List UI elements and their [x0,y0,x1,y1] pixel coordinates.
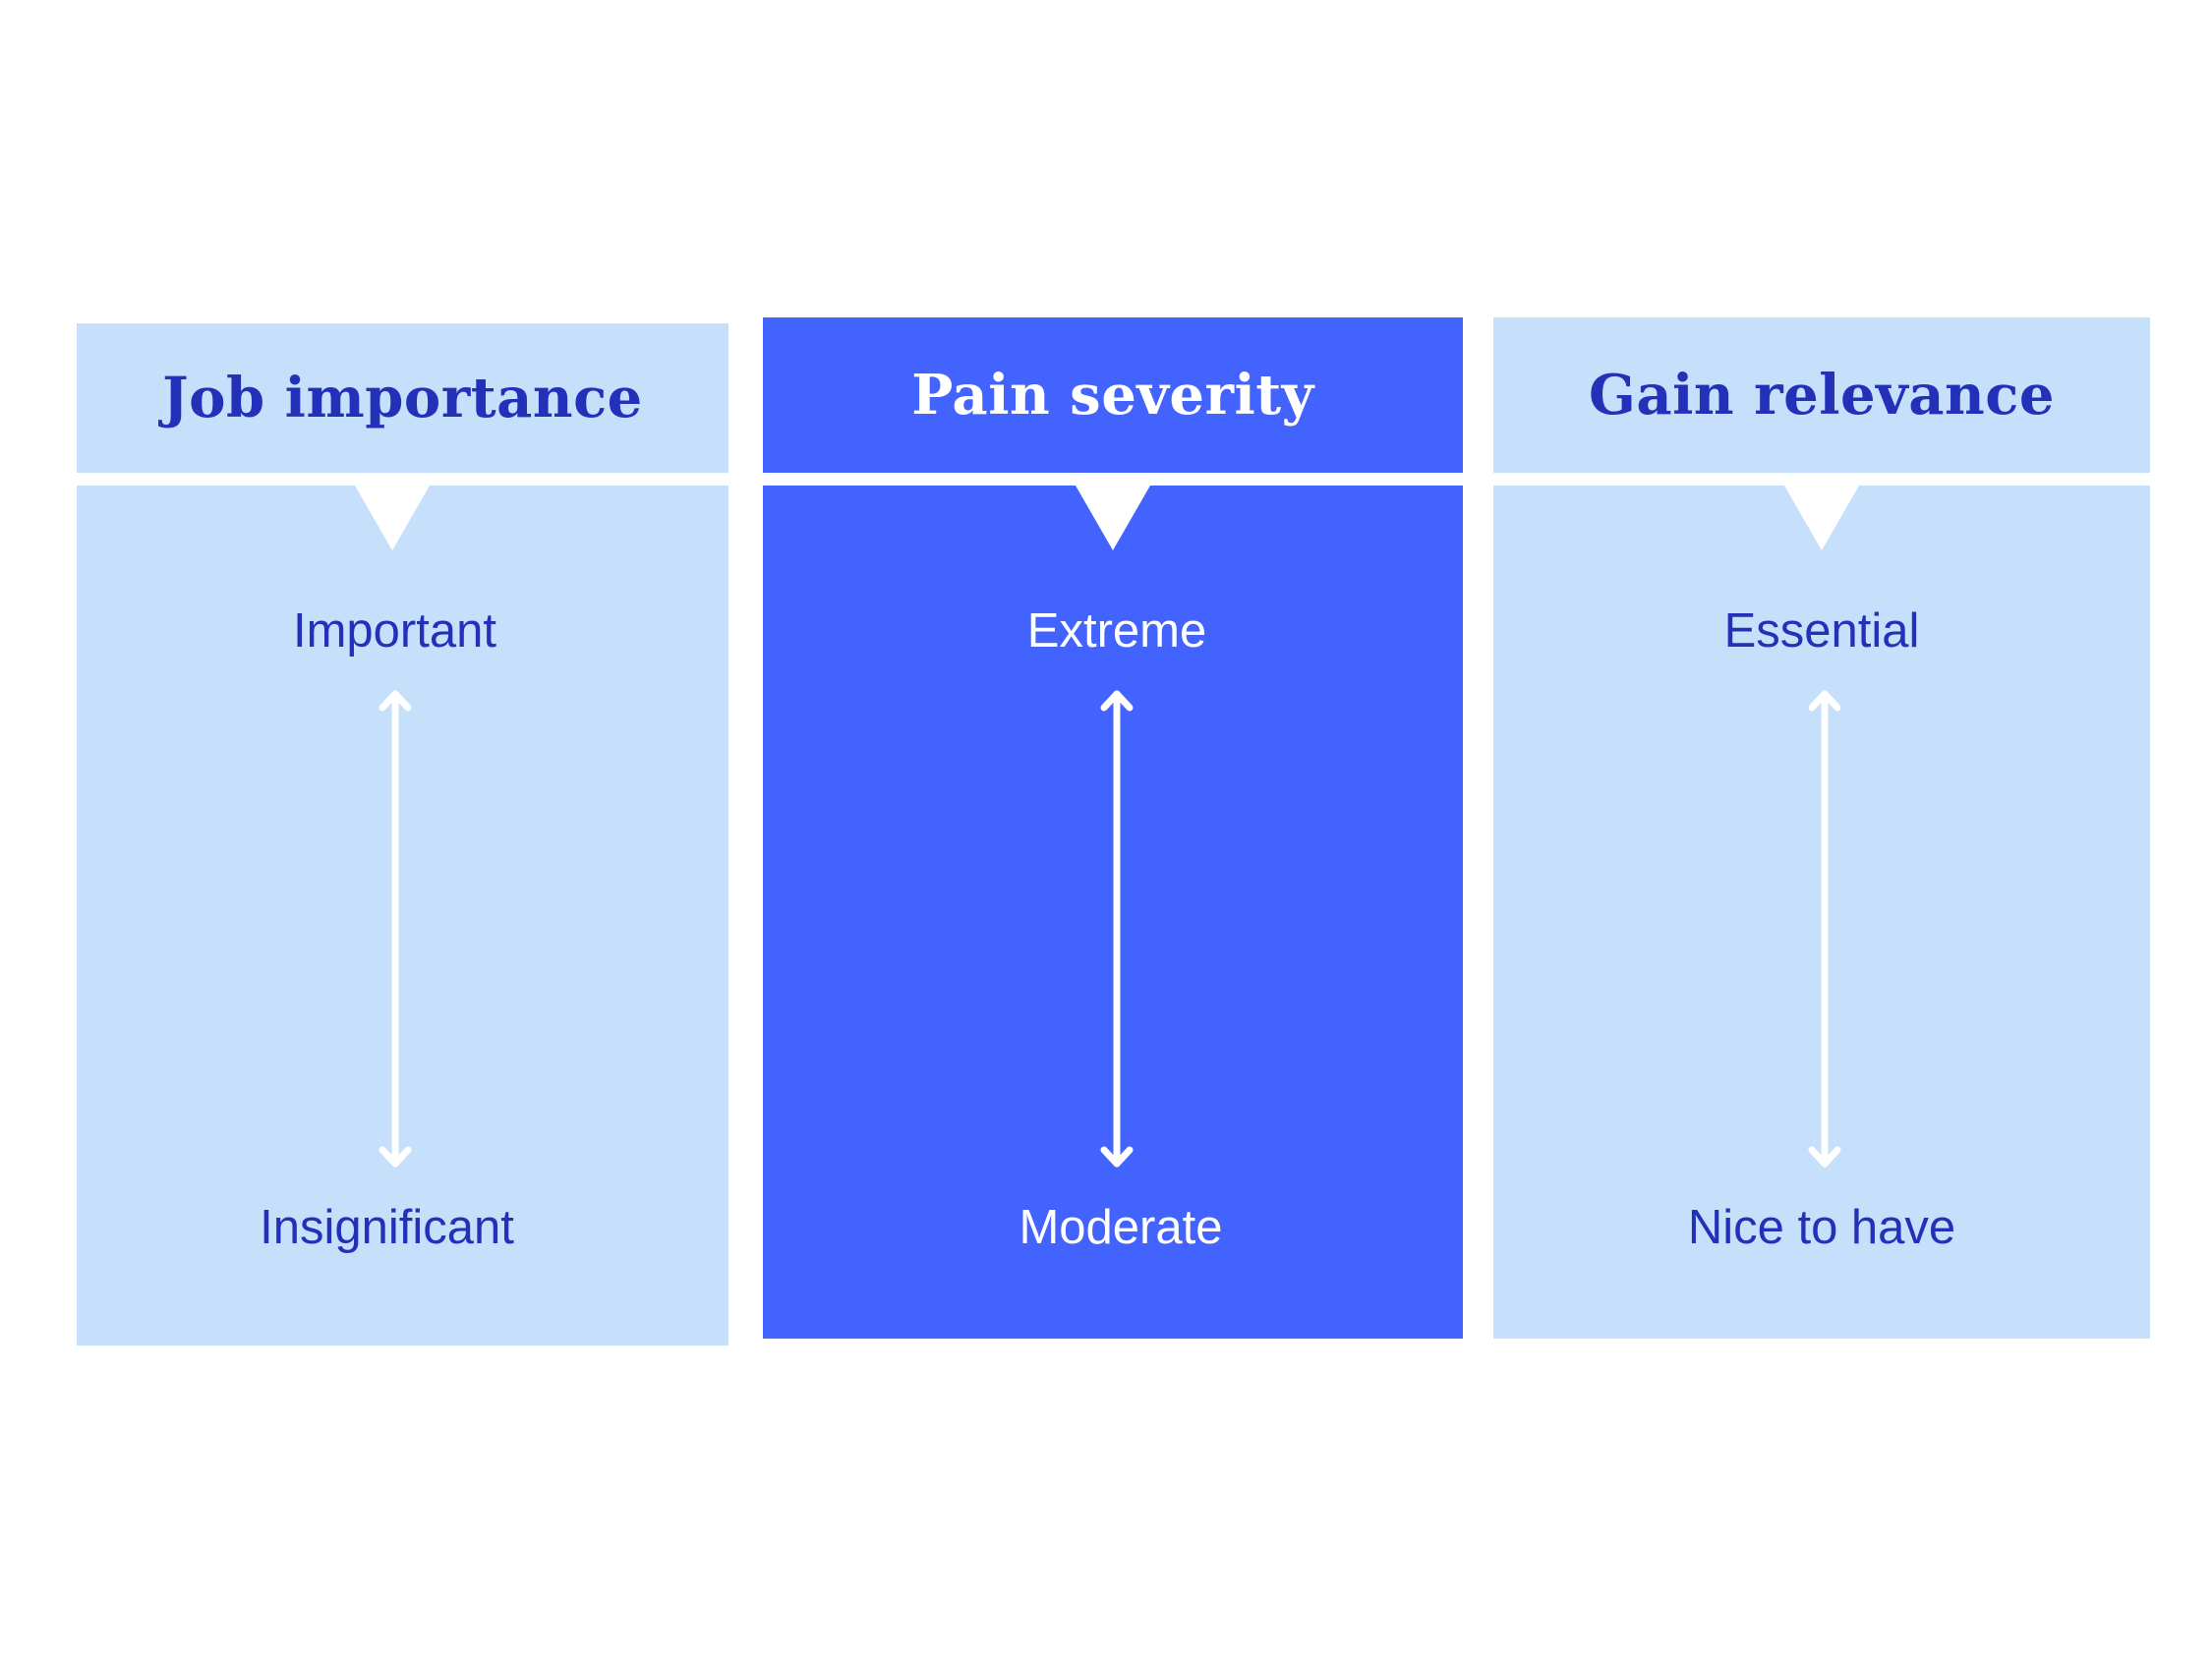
column-title: Gain relevance [1589,363,2055,428]
scale-top-label: Important [293,604,496,658]
column-body: Essential Nice to have [1493,486,2150,1339]
scale-top-label: Essential [1723,604,1920,658]
column-job-importance: Job importance Important Insignificant [77,323,728,1345]
column-body: Important Insignificant [77,486,728,1345]
column-pain-severity: Pain severity Extreme Moderate [763,317,1463,1339]
double-arrow-icon [1808,690,1841,1168]
column-gain-relevance: Gain relevance Essential Nice to have [1493,317,2150,1339]
scale-bottom-label: Nice to have [1687,1201,1956,1254]
column-title: Job importance [162,366,643,430]
column-header: Gain relevance [1493,317,2150,473]
column-title: Pain severity [911,363,1314,428]
column-header: Pain severity [763,317,1463,473]
double-arrow-icon [1100,690,1134,1168]
scale-top-label: Extreme [1026,604,1207,658]
column-body: Extreme Moderate [763,486,1463,1339]
scale-bottom-label: Insignificant [260,1201,514,1254]
double-arrow-icon [378,690,412,1168]
notch-triangle [355,486,430,550]
column-header: Job importance [77,323,728,473]
scale-bottom-label: Moderate [1019,1201,1223,1254]
notch-triangle [1784,486,1859,550]
notch-triangle [1076,486,1150,550]
